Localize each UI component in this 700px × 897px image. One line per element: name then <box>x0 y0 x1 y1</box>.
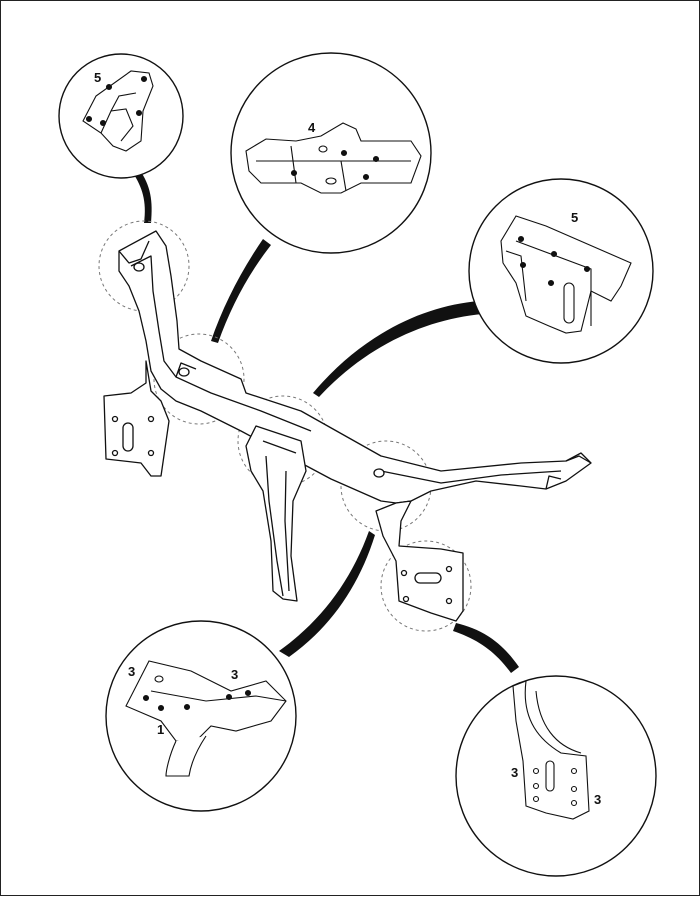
leader-top-center <box>211 239 271 343</box>
leader-top-left <box>133 169 152 223</box>
callout-3-bottom-left-b: 3 <box>231 667 239 682</box>
callout-1: 1 <box>157 722 165 737</box>
leader-bottom-right <box>453 623 519 673</box>
callout-3-bottom-right-a: 3 <box>511 765 519 780</box>
callout-5-top-left: 5 <box>94 70 102 85</box>
detail-marker-center-left <box>153 333 245 425</box>
detail-top-left-drawing <box>82 70 154 152</box>
main-assembly <box>103 230 592 622</box>
callout-4: 4 <box>308 120 316 135</box>
callout-3-bottom-right-b: 3 <box>594 792 602 807</box>
detail-top-center-drawing <box>245 122 422 194</box>
leader-right <box>313 301 483 397</box>
detail-marker-lower-right <box>380 540 472 632</box>
detail-right-drawing <box>500 215 632 334</box>
detail-bottom-left-drawing <box>125 660 287 777</box>
callout-5-right: 5 <box>571 210 579 225</box>
leader-bottom-left <box>279 531 375 657</box>
detail-bottom-right-drawing <box>512 680 590 820</box>
callout-3-bottom-left-a: 3 <box>128 664 136 679</box>
detail-marker-upper-left <box>98 220 190 312</box>
